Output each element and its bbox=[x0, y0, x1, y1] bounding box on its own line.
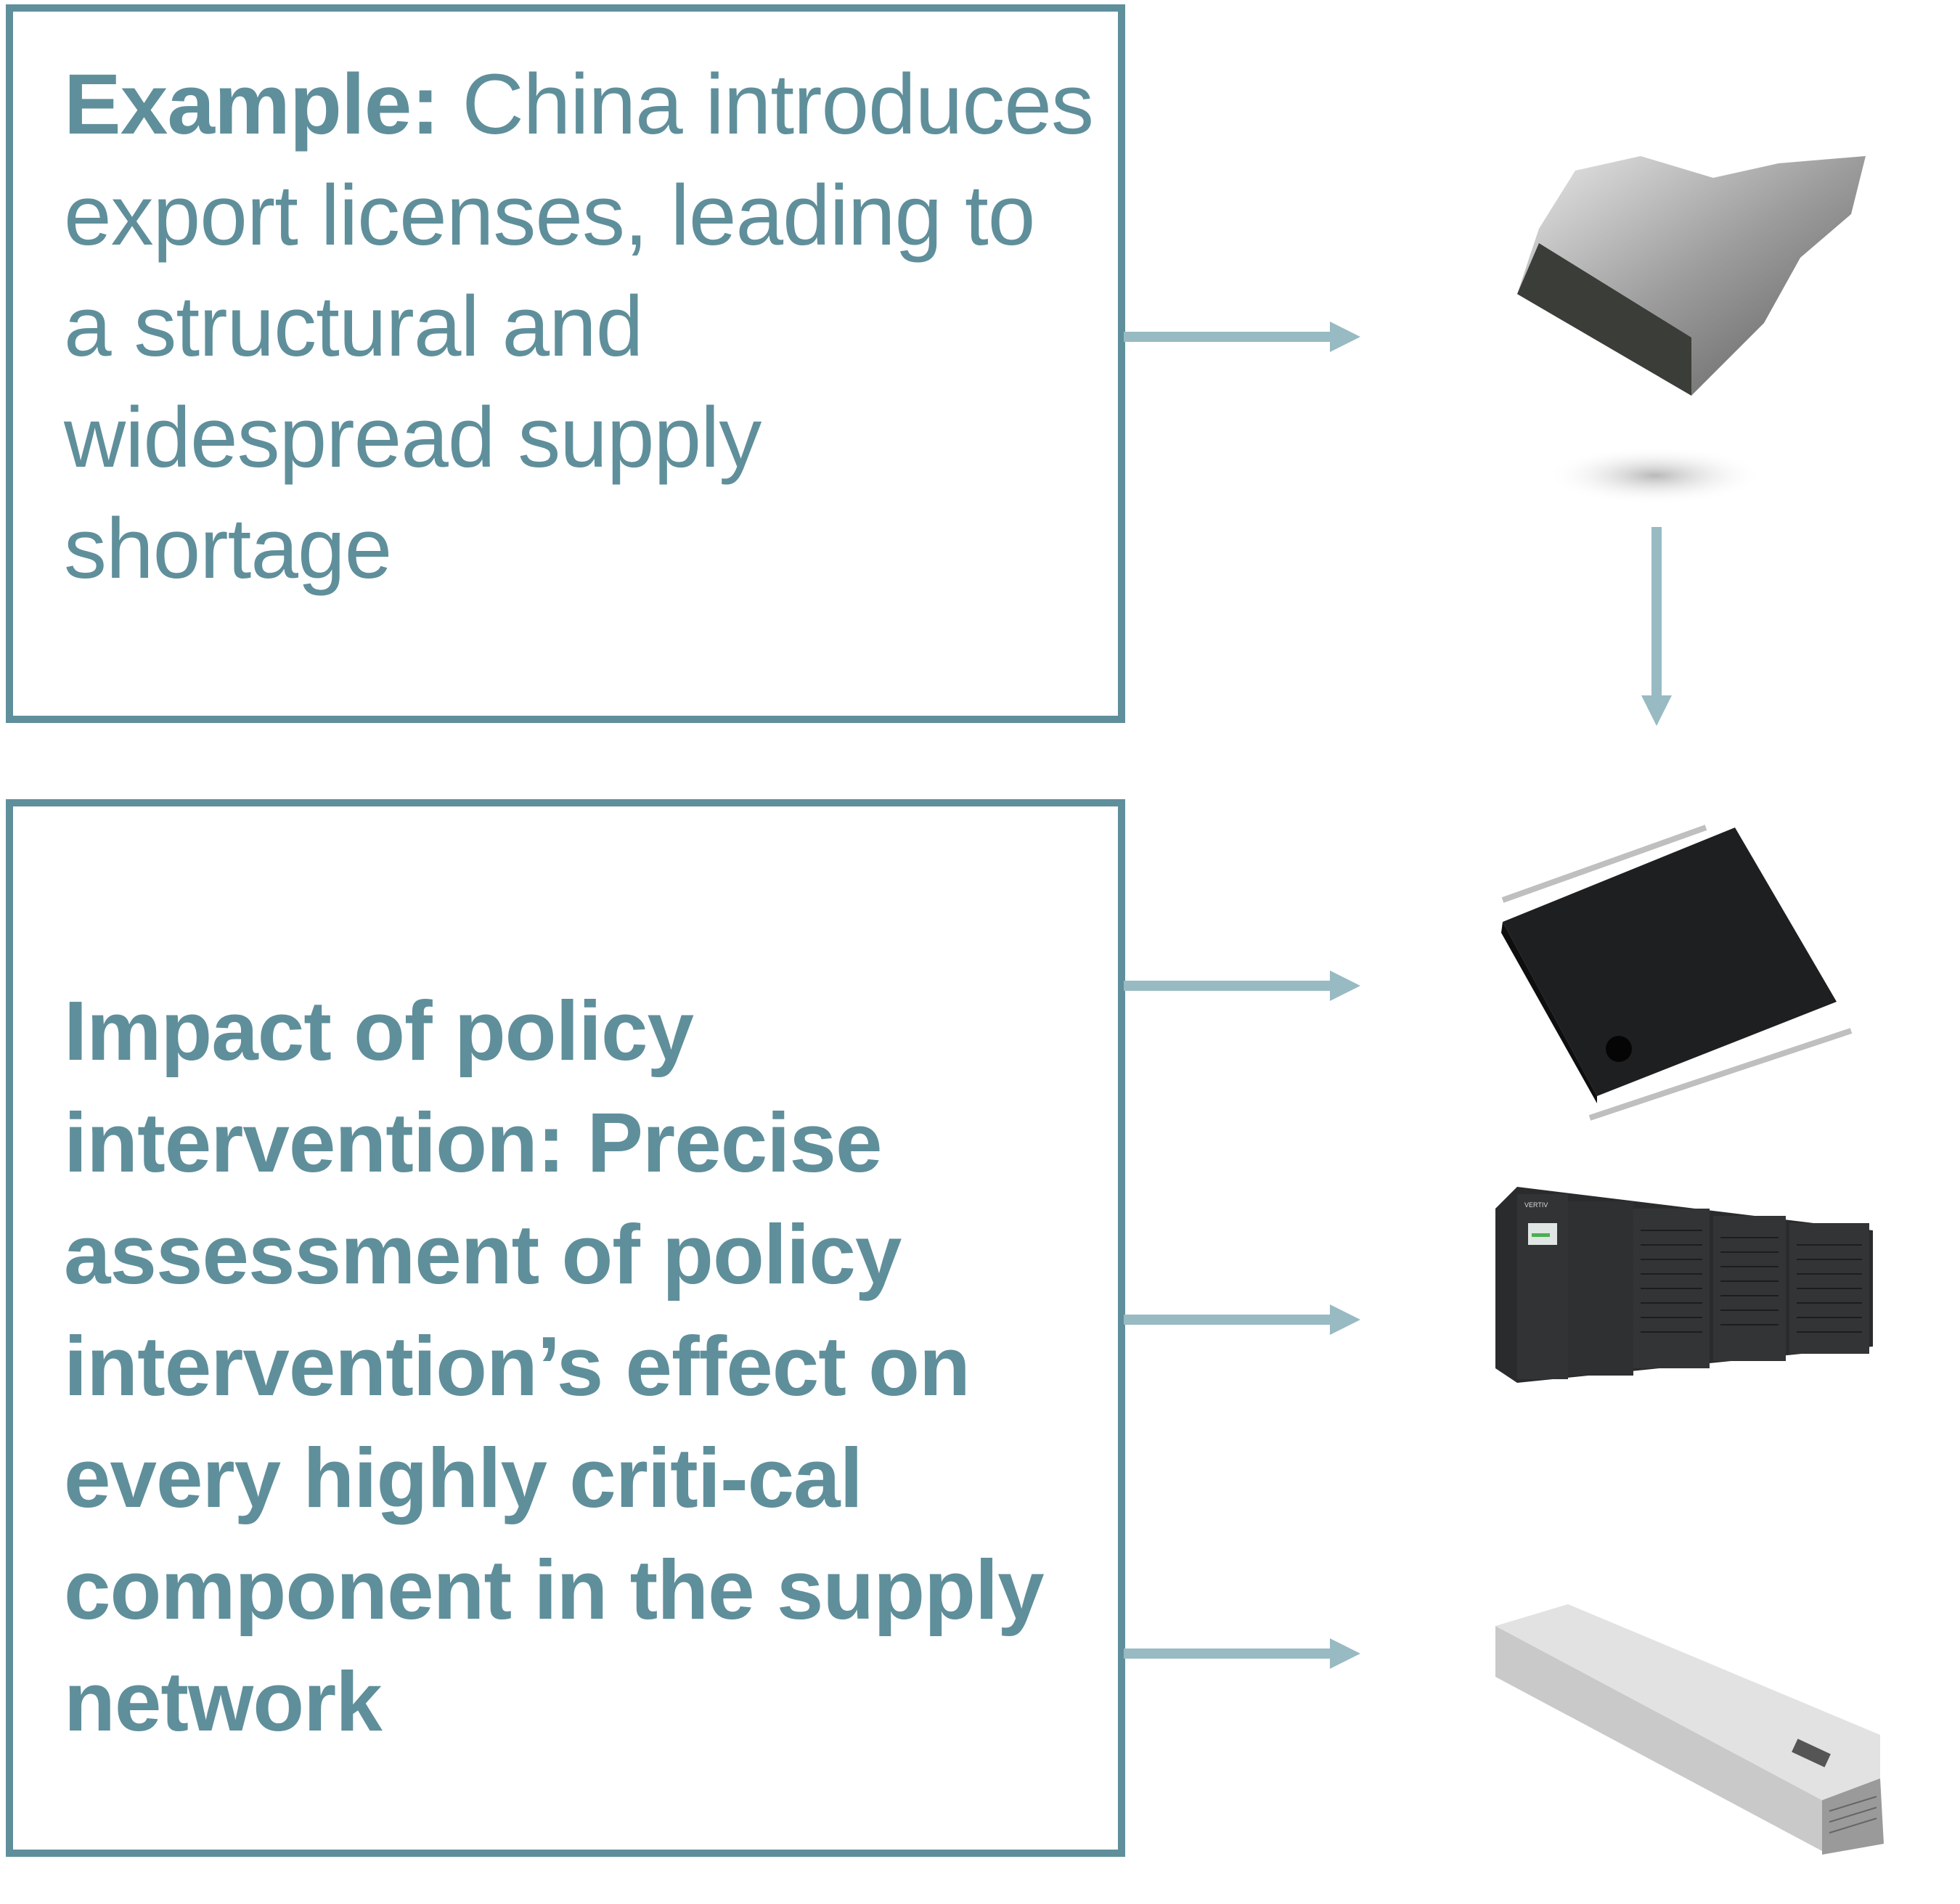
psu-side bbox=[1495, 1626, 1822, 1851]
psu-top bbox=[1495, 1604, 1880, 1800]
impact-text: Impact of policy intervention: Precise a… bbox=[64, 984, 1045, 1749]
nugget-shadow bbox=[1546, 446, 1764, 504]
semiconductor-chip-image bbox=[1501, 825, 1853, 1121]
arrow-right-to-nugget bbox=[1124, 322, 1363, 352]
example-text: Example: China introduces export license… bbox=[64, 49, 1096, 605]
raw-material-nugget-image bbox=[1517, 156, 1866, 504]
arrow-right-to-ups bbox=[1124, 1304, 1363, 1335]
ups-cabinet-image: VERTIV bbox=[1495, 1187, 1873, 1383]
nugget-dark-face bbox=[1517, 243, 1691, 396]
example-label: Example: bbox=[64, 57, 440, 152]
arrow-right-to-chip bbox=[1124, 971, 1363, 1001]
ups-brand-label: VERTIV bbox=[1524, 1201, 1548, 1209]
example-box: Example: China introduces export license… bbox=[6, 4, 1125, 723]
psu-front bbox=[1822, 1778, 1884, 1855]
power-supply-unit-image bbox=[1495, 1604, 1884, 1855]
example-body: China introduces export licenses, leadin… bbox=[64, 57, 1094, 597]
arrow-right-to-psu bbox=[1124, 1638, 1363, 1669]
chip-pin1-dot bbox=[1606, 1036, 1632, 1062]
arrow-down-nugget-to-chip bbox=[1641, 527, 1672, 727]
impact-box: Impact of policy intervention: Precise a… bbox=[6, 799, 1125, 1857]
chip-body bbox=[1503, 828, 1837, 1096]
